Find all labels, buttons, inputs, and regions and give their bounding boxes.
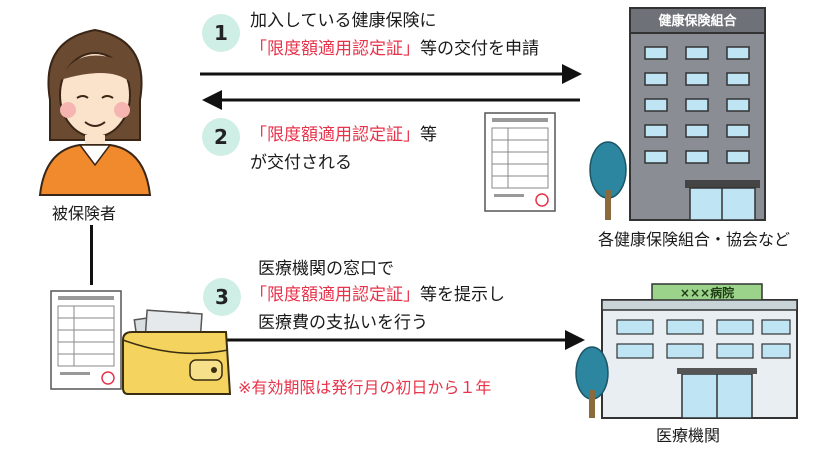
wallet-icon <box>122 309 232 395</box>
person-icon <box>38 28 152 196</box>
step-3-line3: 医療費の支払いを行う <box>258 313 428 333</box>
step-1-line2-rest: 等の交付を申請 <box>420 39 539 59</box>
hospital-label: 医療機関 <box>656 426 721 445</box>
tree-icon <box>575 346 609 418</box>
step-3-line2: 「限度額適用認定証」等を提示し <box>250 284 505 306</box>
step-2-line1: 「限度額適用認定証」等 <box>250 124 437 146</box>
step-3-line1: 医療機関の窓口で <box>258 259 394 279</box>
insurer-label: 各健康保険組合・協会など <box>598 230 791 249</box>
step-2-cert-name: 「限度額適用認定証」 <box>250 125 420 145</box>
step-3-line2-rest: 等を提示し <box>420 285 505 305</box>
connector-line <box>90 225 93 285</box>
certificate-icon <box>484 112 556 212</box>
arrow-right-1 <box>200 64 582 84</box>
hospital-sign: ×××病院 <box>679 286 735 300</box>
step-3-number: 3 <box>203 278 241 316</box>
certificate-icon <box>50 290 122 390</box>
insurer-building-icon <box>589 7 766 221</box>
hospital-building-icon <box>575 283 798 419</box>
step-2-line2: が交付される <box>250 153 352 173</box>
arrow-right-3 <box>168 330 585 350</box>
step-1-number: 1 <box>202 14 240 52</box>
tree-icon <box>589 141 627 220</box>
validity-note: ※有効期限は発行月の初日から１年 <box>238 378 492 397</box>
step-2-line1-rest: 等 <box>420 125 437 145</box>
step-2-number: 2 <box>202 118 240 156</box>
step-1-line2: 「限度額適用認定証」等の交付を申請 <box>250 38 539 60</box>
arrow-left-2 <box>202 90 580 110</box>
step-3-cert-name: 「限度額適用認定証」 <box>250 285 420 305</box>
step-1-cert-name: 「限度額適用認定証」 <box>250 39 420 59</box>
step-1-line1: 加入している健康保険に <box>250 11 437 31</box>
insured-label: 被保険者 <box>52 204 117 223</box>
insurer-sign: 健康保険組合 <box>658 14 737 29</box>
